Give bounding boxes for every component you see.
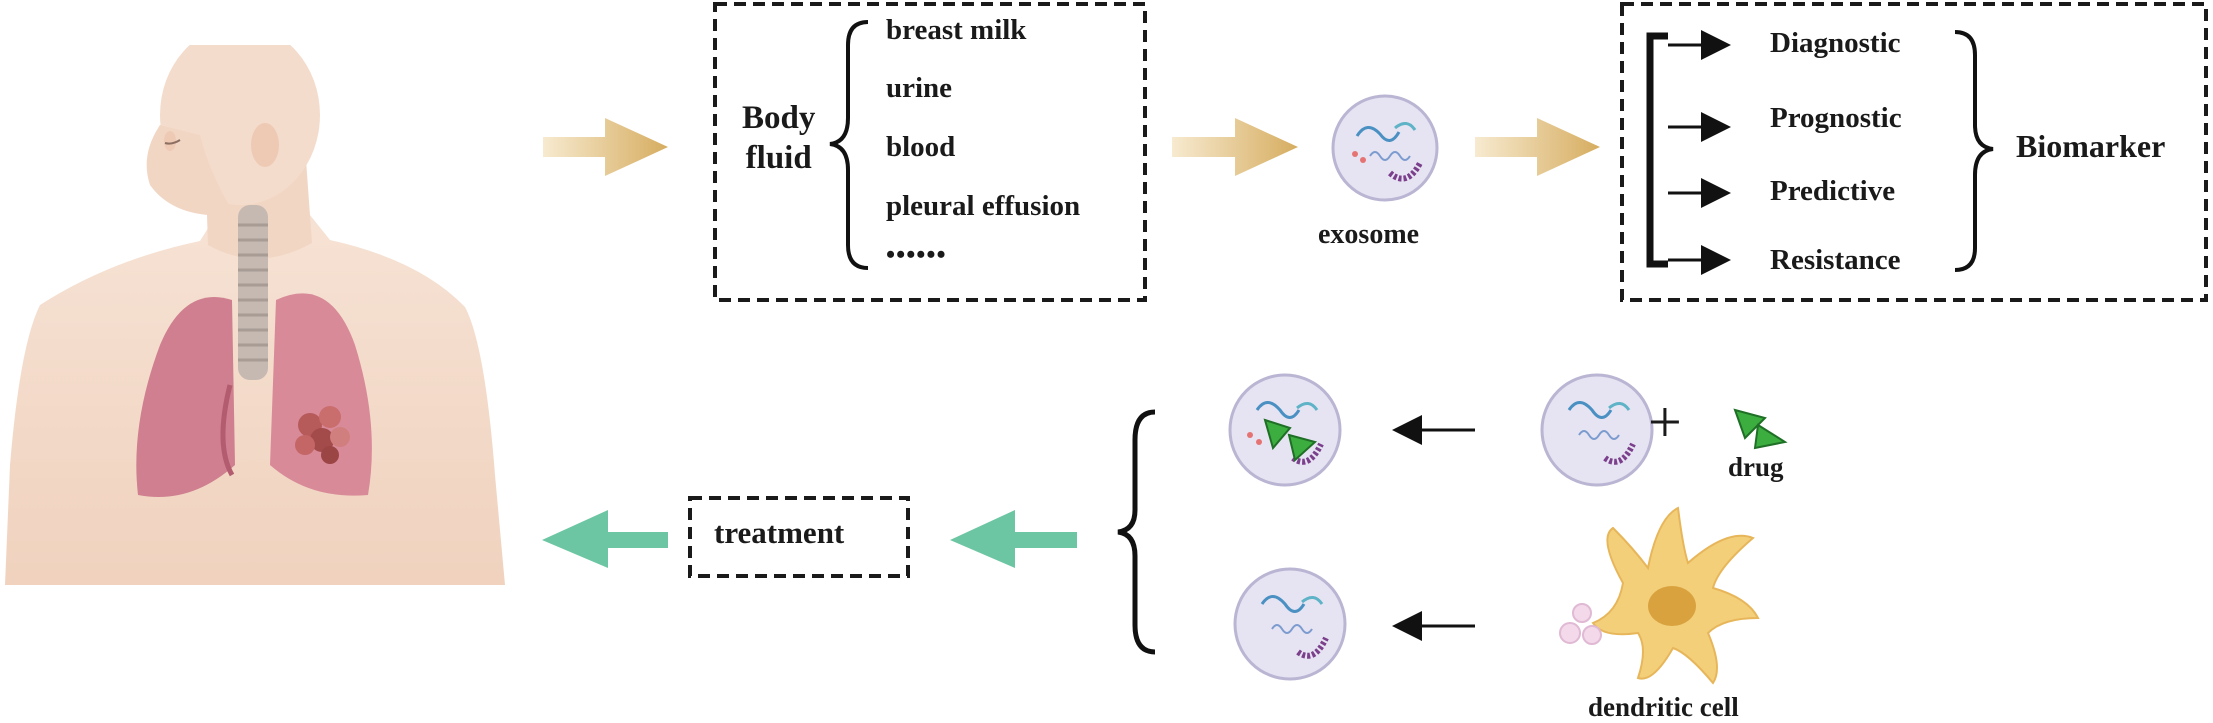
fluid-item-urine: urine: [886, 72, 953, 104]
exosome-top: [1331, 94, 1439, 202]
drug-icon: [1733, 408, 1788, 450]
plus-sign: +: [1648, 389, 1682, 455]
dendritic-cell-icon: [1591, 506, 1760, 685]
gold-arrow-3: [1475, 118, 1600, 176]
biomarker-bracket: [1646, 32, 1668, 268]
body-fluid-label-line2: fluid: [745, 140, 812, 176]
fluid-item-breast-milk: breast milk: [886, 14, 1027, 46]
dendritic-cell-label: dendritic cell: [1588, 692, 1739, 722]
biomarker-label: Biomarker: [2016, 128, 2166, 164]
fluid-item-ellipsis: ••••••: [886, 240, 947, 269]
gold-arrow-2: [1172, 118, 1298, 176]
biomarker-box: [1620, 2, 2208, 302]
biomarker-brace: [1954, 30, 1994, 272]
body-fluid-label-line1: Body: [742, 100, 816, 136]
treatment-box: [688, 496, 910, 578]
exosome-unloaded: [1540, 373, 1654, 487]
biomarker-item-predictive: Predictive: [1770, 175, 1896, 207]
drug-label: drug: [1728, 452, 1784, 482]
treatment-label: treatment: [714, 515, 845, 550]
human-lungs-illustration: [5, 45, 505, 585]
gold-arrow-1: [543, 118, 668, 176]
body-fluid-box: [713, 2, 1147, 302]
fluid-item-pleural-effusion: pleural effusion: [886, 190, 1081, 222]
fluid-item-blood: blood: [886, 131, 956, 163]
green-arrow-left: [542, 510, 668, 568]
tumor-cluster: [295, 406, 350, 464]
exosome-dc-derived: [1233, 567, 1347, 681]
green-arrow-right: [950, 510, 1077, 568]
biomarker-item-diagnostic: Diagnostic: [1770, 27, 1901, 59]
exosome-drug-loaded: [1228, 373, 1342, 487]
biomarker-item-prognostic: Prognostic: [1770, 102, 1902, 134]
body-fluid-label: Body fluid: [742, 98, 815, 178]
dendritic-vesicles: [1559, 603, 1602, 645]
exosome-label: exosome: [1318, 219, 1420, 250]
therapy-brace: [1117, 409, 1156, 655]
biomarker-item-resistance: Resistance: [1770, 244, 1901, 276]
body-fluid-brace: [829, 20, 869, 270]
